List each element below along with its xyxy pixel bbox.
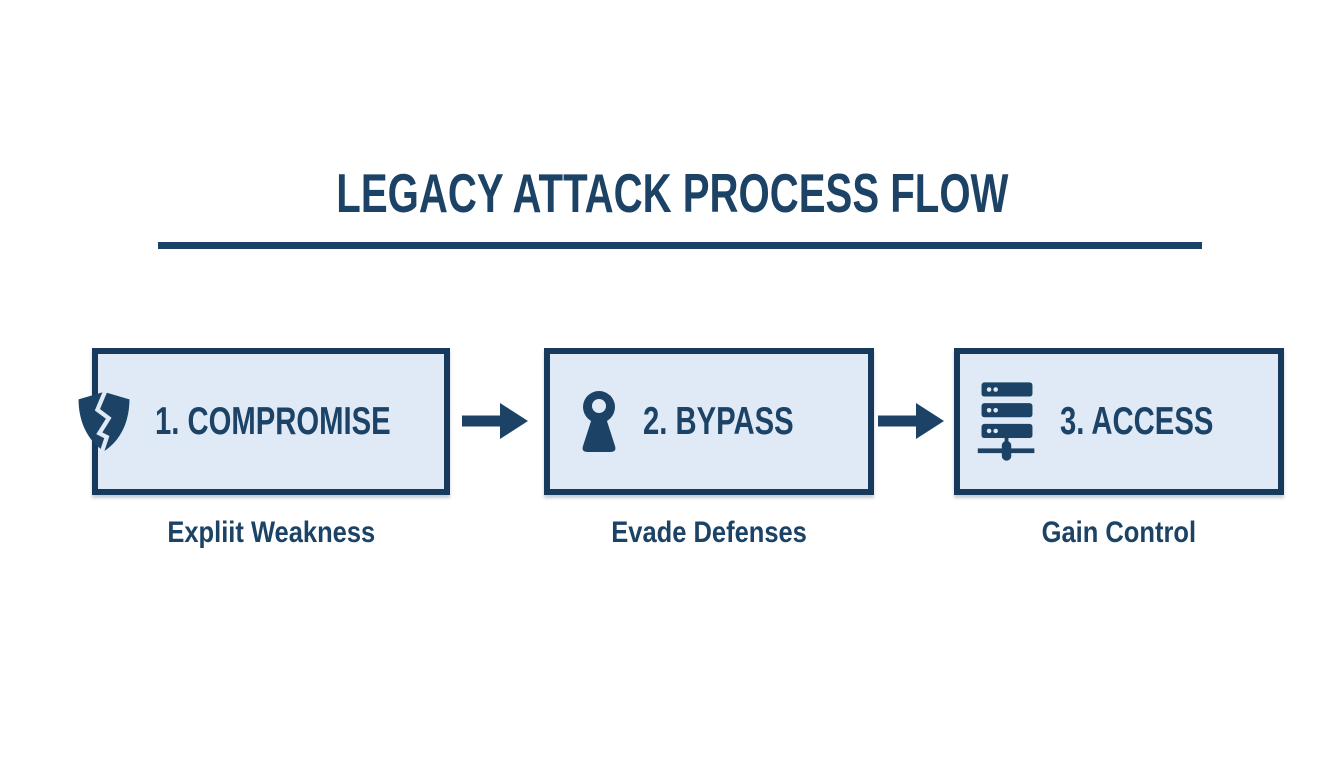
right-arrow-icon [878, 403, 944, 439]
step-label: 3. ACCESS [1059, 399, 1214, 443]
step-sublabel-access: Gain Control [954, 514, 1284, 552]
step-sublabel-bypass: Evade Defenses [544, 514, 874, 552]
step-sublabel-text: Gain Control [1041, 516, 1197, 549]
step-label: 2. BYPASS [642, 399, 794, 443]
broken-shield-icon [78, 390, 130, 452]
step-label: 1. COMPROMISE [154, 399, 391, 443]
step-sublabel-compromise: Expliit Weakness [92, 514, 450, 552]
right-arrow-icon [462, 403, 528, 439]
step-sublabel-text: Expliit Weakness [167, 516, 375, 549]
page-title: LEGACY ATTACK PROCESS FLOW [0, 166, 1344, 221]
server-icon [977, 381, 1035, 461]
page-title-text: LEGACY ATTACK PROCESS FLOW [335, 162, 1009, 224]
step-box-access: 3. ACCESS [954, 348, 1284, 495]
step-sublabel-text: Evade Defenses [611, 516, 807, 549]
step-box-bypass: 2. BYPASS [544, 348, 874, 495]
title-underline [158, 242, 1202, 249]
keyhole-icon [582, 390, 616, 452]
step-box-compromise: 1. COMPROMISE [78, 348, 450, 495]
